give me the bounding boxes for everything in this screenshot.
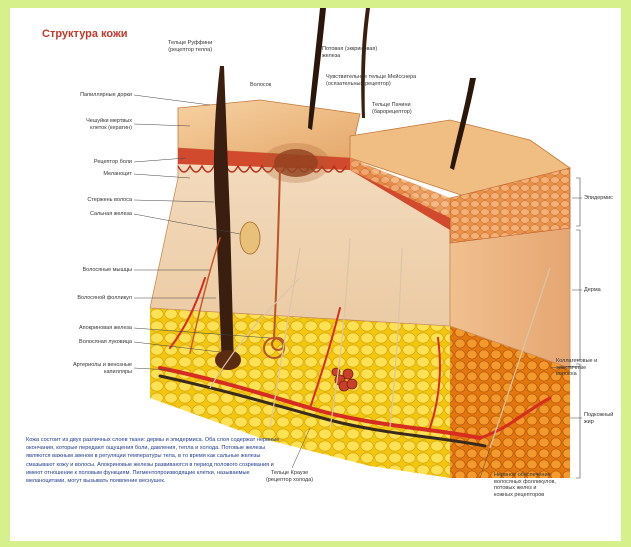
label-dermis: Дерма: [584, 287, 601, 294]
label-pacinian-top: Тельце Пачини (барорецептор): [372, 102, 412, 115]
label-papillary: Папиллярные дорки: [52, 92, 132, 99]
label-arterioles: Артериолы и венозные капилляры: [42, 362, 132, 375]
label-arrector: Волосяные мышцы: [42, 267, 132, 274]
diagram-title: Структура кожи: [42, 28, 128, 40]
label-melanocyte: Меланоцит: [52, 171, 132, 178]
label-follicle: Волосяной фолликул: [42, 295, 132, 302]
label-epidermis: Эпидермис: [584, 195, 613, 202]
label-sebaceous: Сальная железа: [52, 211, 132, 218]
label-hair: Волосок: [250, 82, 271, 89]
label-apocrine: Апокриновая железа: [42, 325, 132, 332]
label-subcutaneous: Подкожный жир: [584, 412, 613, 425]
label-pain: Рецептор боли: [52, 159, 132, 166]
label-meissner: Чувствительное тельце Мейсснера (осязате…: [326, 74, 416, 87]
diagram-frame: Структура кожи Тельце Руффини (рецептор …: [10, 8, 621, 541]
label-hair-papilla: Волосяная луковица: [42, 339, 132, 346]
epidermis-top-left: [178, 100, 360, 158]
label-sweat-pore: Потовая (эккриновая) железа: [322, 46, 377, 59]
label-hair-shaft: Стержень волоса: [52, 197, 132, 204]
label-nerve-supply: Нервное обеспечение волосяных фолликулов…: [494, 472, 556, 498]
label-dead-cells: Чешуйки мертвых клеток (кератин): [52, 118, 132, 131]
label-ruffini: Тельце Руффини (рецептор тепла): [168, 40, 212, 53]
description-text: Кожа состоит из двух различных слоев тка…: [26, 436, 284, 485]
label-collagen: Коллагеновые и эластичные волокна: [556, 358, 597, 378]
sebaceous-gland: [240, 222, 260, 254]
